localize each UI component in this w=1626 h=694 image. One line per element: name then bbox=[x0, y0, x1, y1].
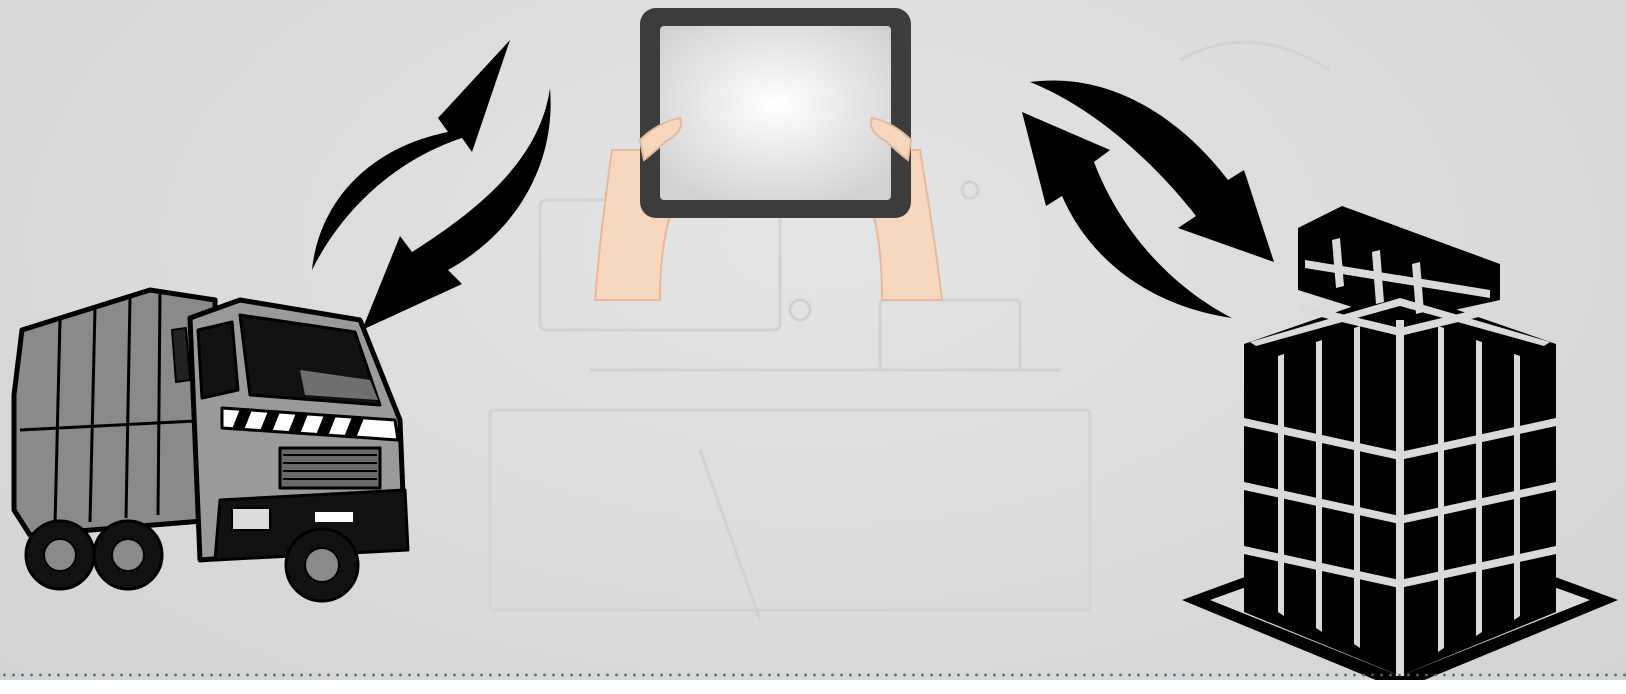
dotted-divider bbox=[0, 672, 1626, 678]
truck-wheels bbox=[26, 521, 358, 601]
garbage-truck-icon bbox=[14, 290, 408, 601]
office-building-icon bbox=[1182, 206, 1618, 690]
tablet-screen bbox=[660, 26, 891, 200]
truck-compactor bbox=[14, 290, 215, 535]
bottom-strip bbox=[0, 680, 1626, 694]
tablet-in-hands-icon bbox=[595, 8, 942, 300]
sync-arrows-icon bbox=[1022, 80, 1274, 318]
sync-arrows-icon bbox=[312, 40, 551, 330]
